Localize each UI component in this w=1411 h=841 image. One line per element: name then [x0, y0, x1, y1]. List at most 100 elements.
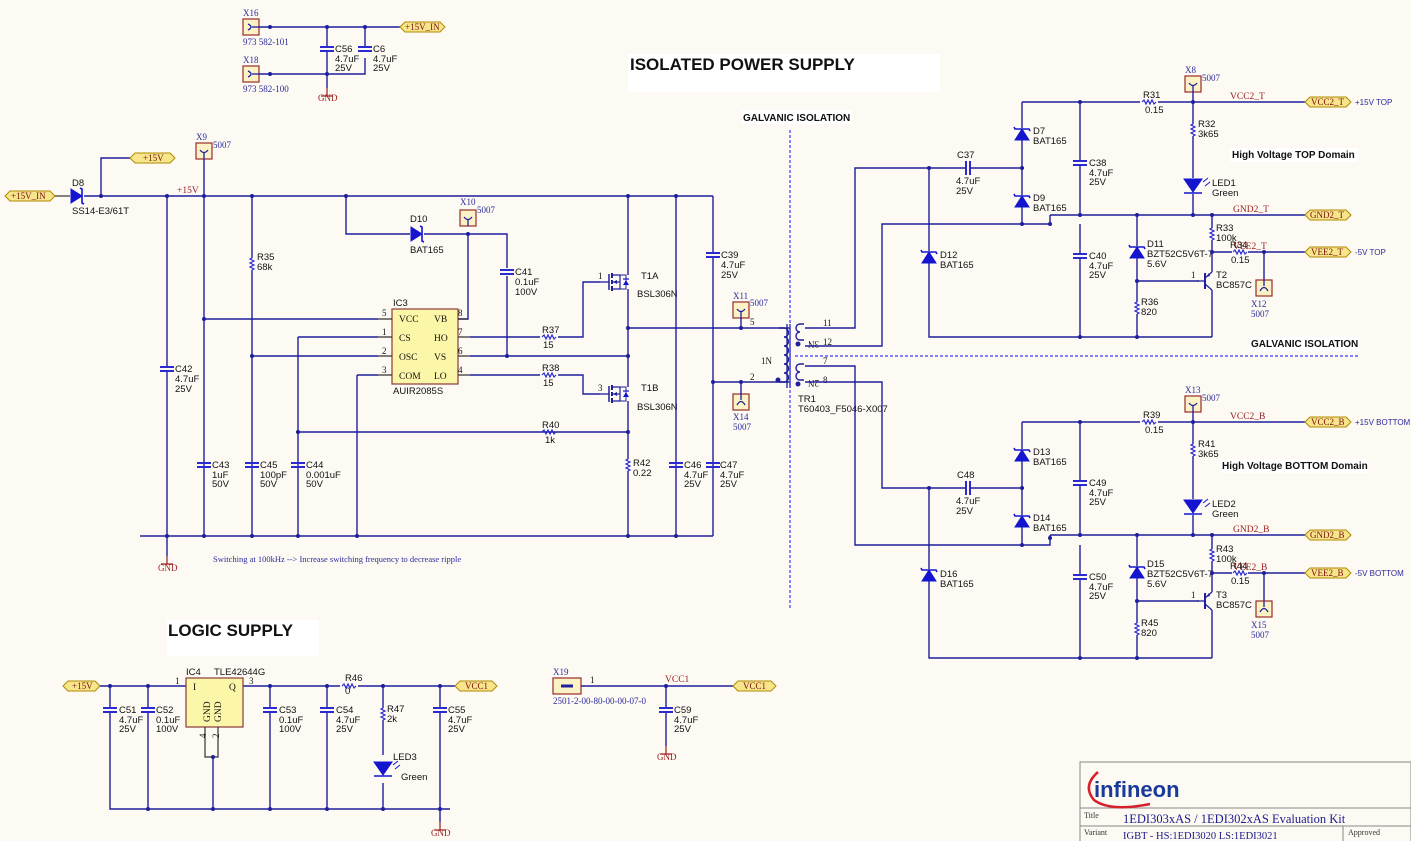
c43-value: 1uF [212, 470, 229, 481]
transformer-tr1: 1N 3N 2N 5 2 11 12 7 8 TR1 T60403_F5046-… [750, 317, 888, 415]
c54-ref: C54 [336, 705, 353, 716]
galvanic-isolation-label-right: GALVANIC ISOLATION [1251, 339, 1358, 350]
ic3-pin-num: 3 [382, 365, 387, 375]
net-port-vcc2-t[interactable] [1304, 96, 1352, 108]
c38-ref: C38 [1089, 158, 1106, 169]
c45-voltage: 50V [260, 479, 278, 490]
x19-part: 2501-2-00-80-00-00-07-0 [553, 696, 646, 706]
d8-part: SS14-E3/61T [72, 206, 129, 217]
c40-ref: C40 [1089, 251, 1106, 262]
ic3-pin-num: 5 [382, 308, 387, 318]
c39-voltage: 25V [721, 270, 739, 281]
connector-x14[interactable] [732, 393, 750, 411]
r41-ref: R41 [1198, 439, 1215, 450]
r38-ref: R38 [542, 363, 559, 374]
pin-num: 4 [198, 733, 208, 738]
net-port-label: VCC2_B [1311, 417, 1345, 427]
ic4-pin-gnd2: GND [214, 701, 224, 722]
d10-part: BAT165 [410, 245, 444, 256]
d7-ref: D7 [1033, 126, 1045, 137]
net-port-vee2-b[interactable] [1304, 567, 1352, 579]
net-port-15v[interactable] [129, 152, 176, 164]
pin-num: 12 [823, 337, 832, 347]
led3-ref: LED3 [393, 752, 417, 763]
led-led2 [1183, 498, 1211, 515]
x13-part: 5007 [1202, 393, 1221, 403]
c55-value: 4.7uF [448, 715, 472, 726]
ic4-pin-q: Q [229, 683, 236, 693]
gnd-label: GND [657, 752, 677, 762]
r32-ref: R32 [1198, 119, 1215, 130]
ic3-pin-cs: CS [399, 334, 411, 344]
connector-x13[interactable] [1184, 395, 1202, 413]
net-name-vcc2-b: VCC2_B [1230, 412, 1265, 422]
c55-ref: C55 [448, 705, 465, 716]
r41-value: 3k65 [1198, 449, 1219, 460]
connector-x18[interactable] [242, 65, 260, 83]
c46-ref: C46 [684, 460, 701, 471]
net-name-vcc1: VCC1 [665, 675, 690, 685]
x11-part: 5007 [750, 298, 769, 308]
hv-top-domain-title: High Voltage TOP Domain [1232, 150, 1355, 161]
net-port-15v-in-top[interactable] [399, 21, 446, 33]
r46-ref: R46 [345, 673, 362, 684]
hv-top-domain: C37 4.7uF 25V D7 BAT165 D9 BAT165 D12 BA… [805, 65, 1392, 347]
transistor-t2 [1196, 271, 1213, 291]
connector-x10[interactable] [459, 209, 477, 227]
c46-voltage: 25V [684, 479, 702, 490]
d9-ref: D9 [1033, 193, 1045, 204]
c41-voltage: 100V [515, 287, 538, 298]
pin-num: 3 [598, 383, 603, 393]
connector-x11[interactable] [732, 301, 750, 319]
c52-voltage: 100V [156, 724, 179, 735]
ic3-part: AUIR2085S [393, 386, 443, 397]
ic3-ref: IC3 [393, 298, 408, 309]
title-block: infineon Title 1EDI303xAS / 1EDI302xAS E… [1079, 761, 1411, 841]
c41-value: 0.1uF [515, 277, 539, 288]
net-port-vcc1[interactable] [732, 680, 777, 692]
net-port-label: +15V [143, 153, 164, 163]
d15-voltage: 5.6V [1147, 579, 1167, 590]
net-port-gnd2-t[interactable] [1304, 209, 1352, 221]
pin-num: 3 [249, 676, 254, 686]
ic3-pin-vb: VB [434, 315, 447, 325]
net-name-vee2-b: VEE2_B [1233, 563, 1267, 573]
c55-voltage: 25V [448, 724, 466, 735]
net-port-vcc2-b[interactable] [1304, 416, 1352, 428]
d9-part: BAT165 [1033, 203, 1067, 214]
t3-ref: T3 [1216, 590, 1227, 601]
x11-ref: X11 [733, 291, 748, 301]
d11-voltage: 5.6V [1147, 259, 1167, 270]
title-isolated-power-supply: ISOLATED POWER SUPPLY [630, 55, 855, 74]
d16-ref: D16 [940, 569, 957, 580]
connector-x12[interactable] [1255, 279, 1273, 297]
connector-x9[interactable] [195, 142, 213, 160]
title-block-variant: IGBT - HS:1EDI3020 LS:1EDI3021 [1123, 831, 1278, 841]
d13-ref: D13 [1033, 447, 1050, 458]
connector-x16[interactable] [242, 18, 260, 36]
x8-ref: X8 [1185, 65, 1196, 75]
led2-ref: LED2 [1212, 499, 1236, 510]
x15-part: 5007 [1251, 630, 1270, 640]
c47-value: 4.7uF [720, 470, 744, 481]
net-port-vcc1-logic[interactable] [454, 680, 498, 692]
d14-part: BAT165 [1033, 523, 1067, 534]
c44-value: 0.001uF [306, 470, 341, 481]
c42-ref: C42 [175, 364, 192, 375]
d10-ref: D10 [410, 214, 427, 225]
x12-part: 5007 [1251, 309, 1270, 319]
x14-part: 5007 [733, 422, 752, 432]
c49-value: 4.7uF [1089, 488, 1113, 499]
t2-part: BC857C [1216, 280, 1252, 291]
net-port-vee2-t[interactable] [1304, 246, 1352, 258]
pin-num: 1 [598, 271, 603, 281]
c37-value: 4.7uF [956, 176, 980, 187]
label-m5v-top: -5V TOP [1355, 248, 1386, 257]
connector-x8[interactable] [1184, 75, 1202, 93]
net-port-gnd2-b[interactable] [1304, 529, 1352, 541]
ic4-pin-gnd1: GND [203, 701, 213, 722]
r43-ref: R43 [1216, 544, 1233, 555]
c54-value: 4.7uF [336, 715, 360, 726]
ic3-pin-vcc: VCC [399, 315, 419, 325]
connector-x15[interactable] [1255, 600, 1273, 618]
